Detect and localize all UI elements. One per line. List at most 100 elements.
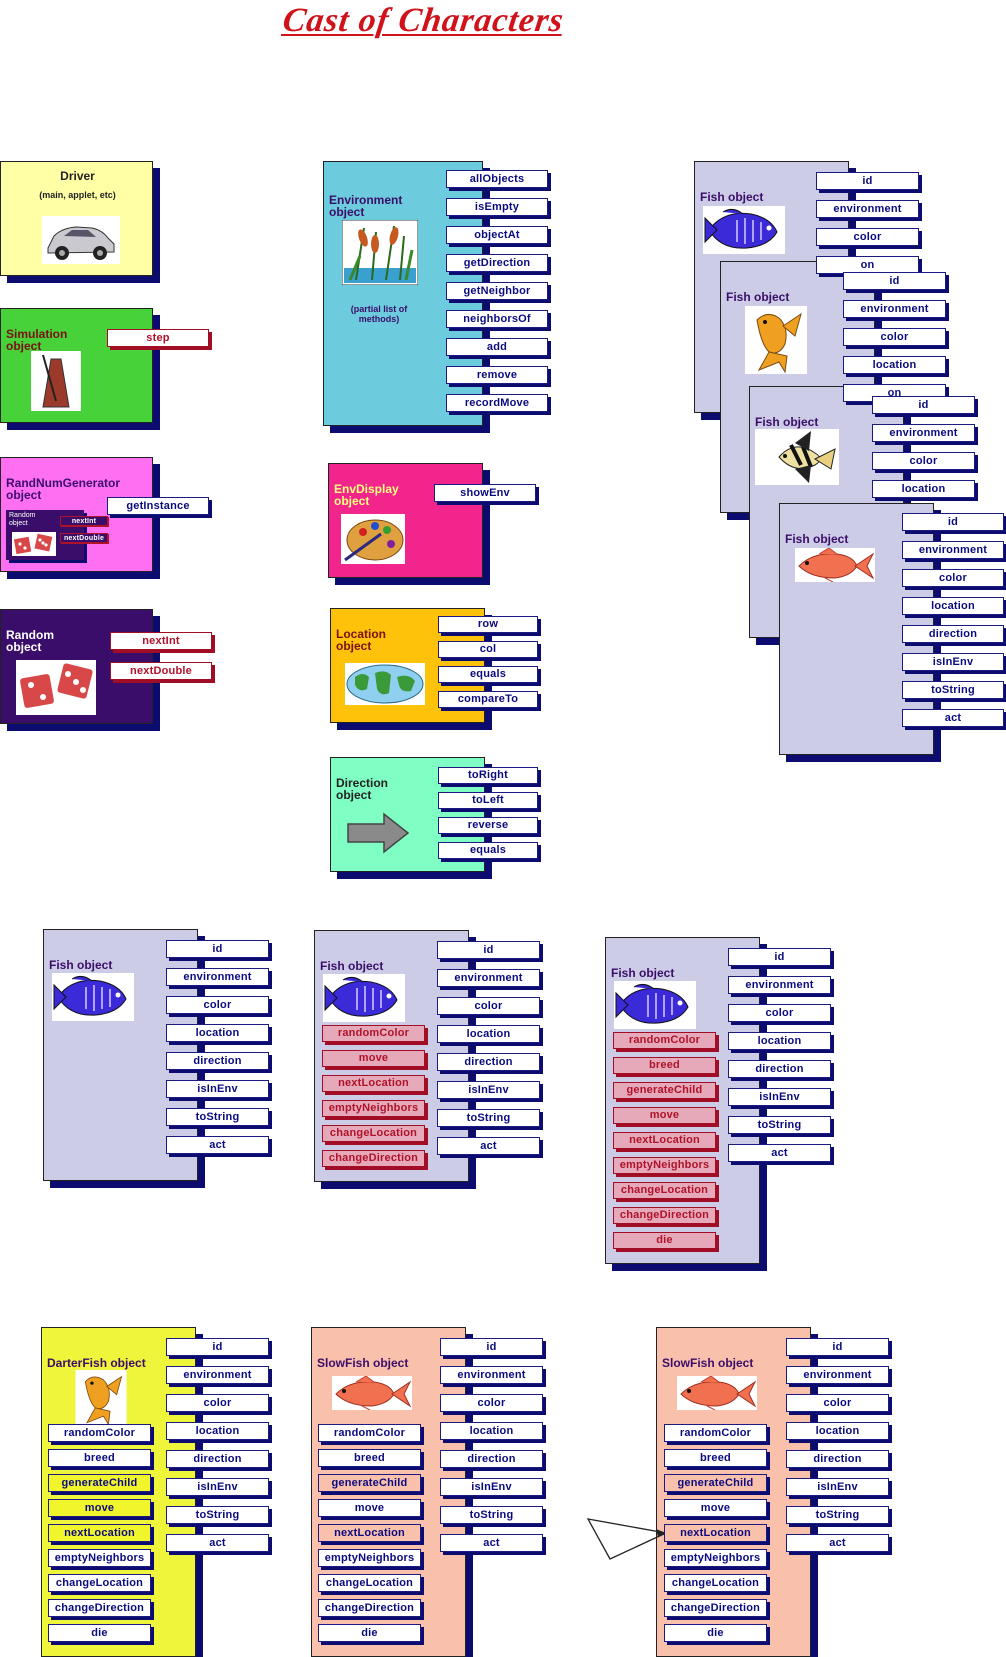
row2-c-private-method-generatechild[interactable]: generateChild xyxy=(613,1082,716,1099)
row2-b-private-method-move[interactable]: move xyxy=(322,1050,425,1067)
row3-a-private-method-generatechild[interactable]: generateChild xyxy=(48,1474,151,1492)
row2-a-method-color[interactable]: color xyxy=(166,996,269,1014)
row3-b-method-color[interactable]: color xyxy=(440,1394,543,1412)
environment-method-getdirection[interactable]: getDirection xyxy=(446,254,548,272)
stack-fish4-method-environment[interactable]: environment xyxy=(902,541,1004,559)
row3-b-private-method-move[interactable]: move xyxy=(318,1499,421,1517)
stack-fish3-method-id[interactable]: id xyxy=(872,396,975,414)
row3-c-method-act[interactable]: act xyxy=(786,1534,889,1552)
stack-fish1-method-id[interactable]: id xyxy=(816,172,919,190)
simulation-step-button[interactable]: step xyxy=(107,329,209,347)
row3-b-method-tostring[interactable]: toString xyxy=(440,1506,543,1524)
row3-a-private-method-changedirection[interactable]: changeDirection xyxy=(48,1599,151,1617)
row3-c-method-direction[interactable]: direction xyxy=(786,1450,889,1468)
row3-c-private-method-nextlocation[interactable]: nextLocation xyxy=(664,1524,767,1542)
stack-fish2-method-color[interactable]: color xyxy=(843,328,946,346)
row2-b-method-act[interactable]: act xyxy=(437,1137,540,1155)
row2-a-method-tostring[interactable]: toString xyxy=(166,1108,269,1126)
stack-fish4-method-id[interactable]: id xyxy=(902,513,1004,531)
location-method-equals[interactable]: equals xyxy=(438,666,538,683)
randgen-mini-nextdouble-button[interactable]: nextDouble xyxy=(60,533,108,543)
row2-b-method-id[interactable]: id xyxy=(437,941,540,959)
row2-c-private-method-nextlocation[interactable]: nextLocation xyxy=(613,1132,716,1149)
stack-fish1-method-color[interactable]: color xyxy=(816,228,919,246)
stack-fish4-method-tostring[interactable]: toString xyxy=(902,681,1004,699)
row3-c-method-isinenv[interactable]: isInEnv xyxy=(786,1478,889,1496)
row3-b-private-method-generatechild[interactable]: generateChild xyxy=(318,1474,421,1492)
row3-a-private-method-nextlocation[interactable]: nextLocation xyxy=(48,1524,151,1542)
row3-c-private-method-move[interactable]: move xyxy=(664,1499,767,1517)
row2-c-method-location[interactable]: location xyxy=(728,1032,831,1050)
stack-fish3-method-color[interactable]: color xyxy=(872,452,975,470)
row2-c-private-method-changelocation[interactable]: changeLocation xyxy=(613,1182,716,1199)
row3-b-private-method-nextlocation[interactable]: nextLocation xyxy=(318,1524,421,1542)
direction-method-equals[interactable]: equals xyxy=(438,842,538,859)
row3-b-method-id[interactable]: id xyxy=(440,1338,543,1356)
row3-b-method-isinenv[interactable]: isInEnv xyxy=(440,1478,543,1496)
location-method-col[interactable]: col xyxy=(438,641,538,658)
row3-b-private-method-changelocation[interactable]: changeLocation xyxy=(318,1574,421,1592)
row3-b-method-location[interactable]: location xyxy=(440,1422,543,1440)
row2-c-method-environment[interactable]: environment xyxy=(728,976,831,994)
row3-b-private-method-die[interactable]: die xyxy=(318,1624,421,1642)
location-method-row[interactable]: row xyxy=(438,616,538,633)
row2-c-private-method-changedirection[interactable]: changeDirection xyxy=(613,1207,716,1224)
direction-method-reverse[interactable]: reverse xyxy=(438,817,538,834)
row3-b-private-method-breed[interactable]: breed xyxy=(318,1449,421,1467)
row3-a-private-method-emptyneighbors[interactable]: emptyNeighbors xyxy=(48,1549,151,1567)
row2-b-method-color[interactable]: color xyxy=(437,997,540,1015)
row2-a-method-environment[interactable]: environment xyxy=(166,968,269,986)
row2-c-method-tostring[interactable]: toString xyxy=(728,1116,831,1134)
row3-b-method-direction[interactable]: direction xyxy=(440,1450,543,1468)
row2-a-method-isinenv[interactable]: isInEnv xyxy=(166,1080,269,1098)
row2-b-private-method-nextlocation[interactable]: nextLocation xyxy=(322,1075,425,1092)
row3-c-private-method-die[interactable]: die xyxy=(664,1624,767,1642)
row3-c-method-environment[interactable]: environment xyxy=(786,1366,889,1384)
row3-a-method-isinenv[interactable]: isInEnv xyxy=(166,1478,269,1496)
row2-c-method-isinenv[interactable]: isInEnv xyxy=(728,1088,831,1106)
row2-b-private-method-changelocation[interactable]: changeLocation xyxy=(322,1125,425,1142)
environment-method-add[interactable]: add xyxy=(446,338,548,356)
row2-c-method-direction[interactable]: direction xyxy=(728,1060,831,1078)
row3-c-private-method-emptyneighbors[interactable]: emptyNeighbors xyxy=(664,1549,767,1567)
row3-a-private-method-move[interactable]: move xyxy=(48,1499,151,1517)
stack-fish3-method-environment[interactable]: environment xyxy=(872,424,975,442)
stack-fish2-method-id[interactable]: id xyxy=(843,272,946,290)
environment-method-recordmove[interactable]: recordMove xyxy=(446,394,548,412)
row3-a-private-method-randomcolor[interactable]: randomColor xyxy=(48,1424,151,1442)
envdisplay-showenv-button[interactable]: showEnv xyxy=(434,484,536,502)
stack-fish2-method-environment[interactable]: environment xyxy=(843,300,946,318)
row3-c-private-method-breed[interactable]: breed xyxy=(664,1449,767,1467)
stack-fish2-method-location[interactable]: location xyxy=(843,356,946,374)
row3-a-private-method-breed[interactable]: breed xyxy=(48,1449,151,1467)
stack-fish4-method-direction[interactable]: direction xyxy=(902,625,1004,643)
row2-b-method-environment[interactable]: environment xyxy=(437,969,540,987)
row3-b-private-method-emptyneighbors[interactable]: emptyNeighbors xyxy=(318,1549,421,1567)
randgen-getinstance-button[interactable]: getInstance xyxy=(107,497,209,515)
stack-fish4-method-act[interactable]: act xyxy=(902,709,1004,727)
row2-a-method-direction[interactable]: direction xyxy=(166,1052,269,1070)
row2-b-method-isinenv[interactable]: isInEnv xyxy=(437,1081,540,1099)
stack-fish4-method-location[interactable]: location xyxy=(902,597,1004,615)
row3-a-method-color[interactable]: color xyxy=(166,1394,269,1412)
row2-a-method-location[interactable]: location xyxy=(166,1024,269,1042)
environment-method-allobjects[interactable]: allObjects xyxy=(446,170,548,188)
row3-c-method-color[interactable]: color xyxy=(786,1394,889,1412)
direction-method-toleft[interactable]: toLeft xyxy=(438,792,538,809)
row2-c-private-method-randomcolor[interactable]: randomColor xyxy=(613,1032,716,1049)
row3-a-method-location[interactable]: location xyxy=(166,1422,269,1440)
row2-c-private-method-die[interactable]: die xyxy=(613,1232,716,1249)
row3-c-method-id[interactable]: id xyxy=(786,1338,889,1356)
row2-b-private-method-randomcolor[interactable]: randomColor xyxy=(322,1025,425,1042)
stack-fish3-method-location[interactable]: location xyxy=(872,480,975,498)
row3-a-method-id[interactable]: id xyxy=(166,1338,269,1356)
row3-a-method-act[interactable]: act xyxy=(166,1534,269,1552)
row3-c-private-method-randomcolor[interactable]: randomColor xyxy=(664,1424,767,1442)
row2-b-method-direction[interactable]: direction xyxy=(437,1053,540,1071)
row3-c-private-method-changelocation[interactable]: changeLocation xyxy=(664,1574,767,1592)
row2-a-method-act[interactable]: act xyxy=(166,1136,269,1154)
row2-c-method-id[interactable]: id xyxy=(728,948,831,966)
row2-b-private-method-emptyneighbors[interactable]: emptyNeighbors xyxy=(322,1100,425,1117)
row2-b-method-tostring[interactable]: toString xyxy=(437,1109,540,1127)
environment-method-objectat[interactable]: objectAt xyxy=(446,226,548,244)
